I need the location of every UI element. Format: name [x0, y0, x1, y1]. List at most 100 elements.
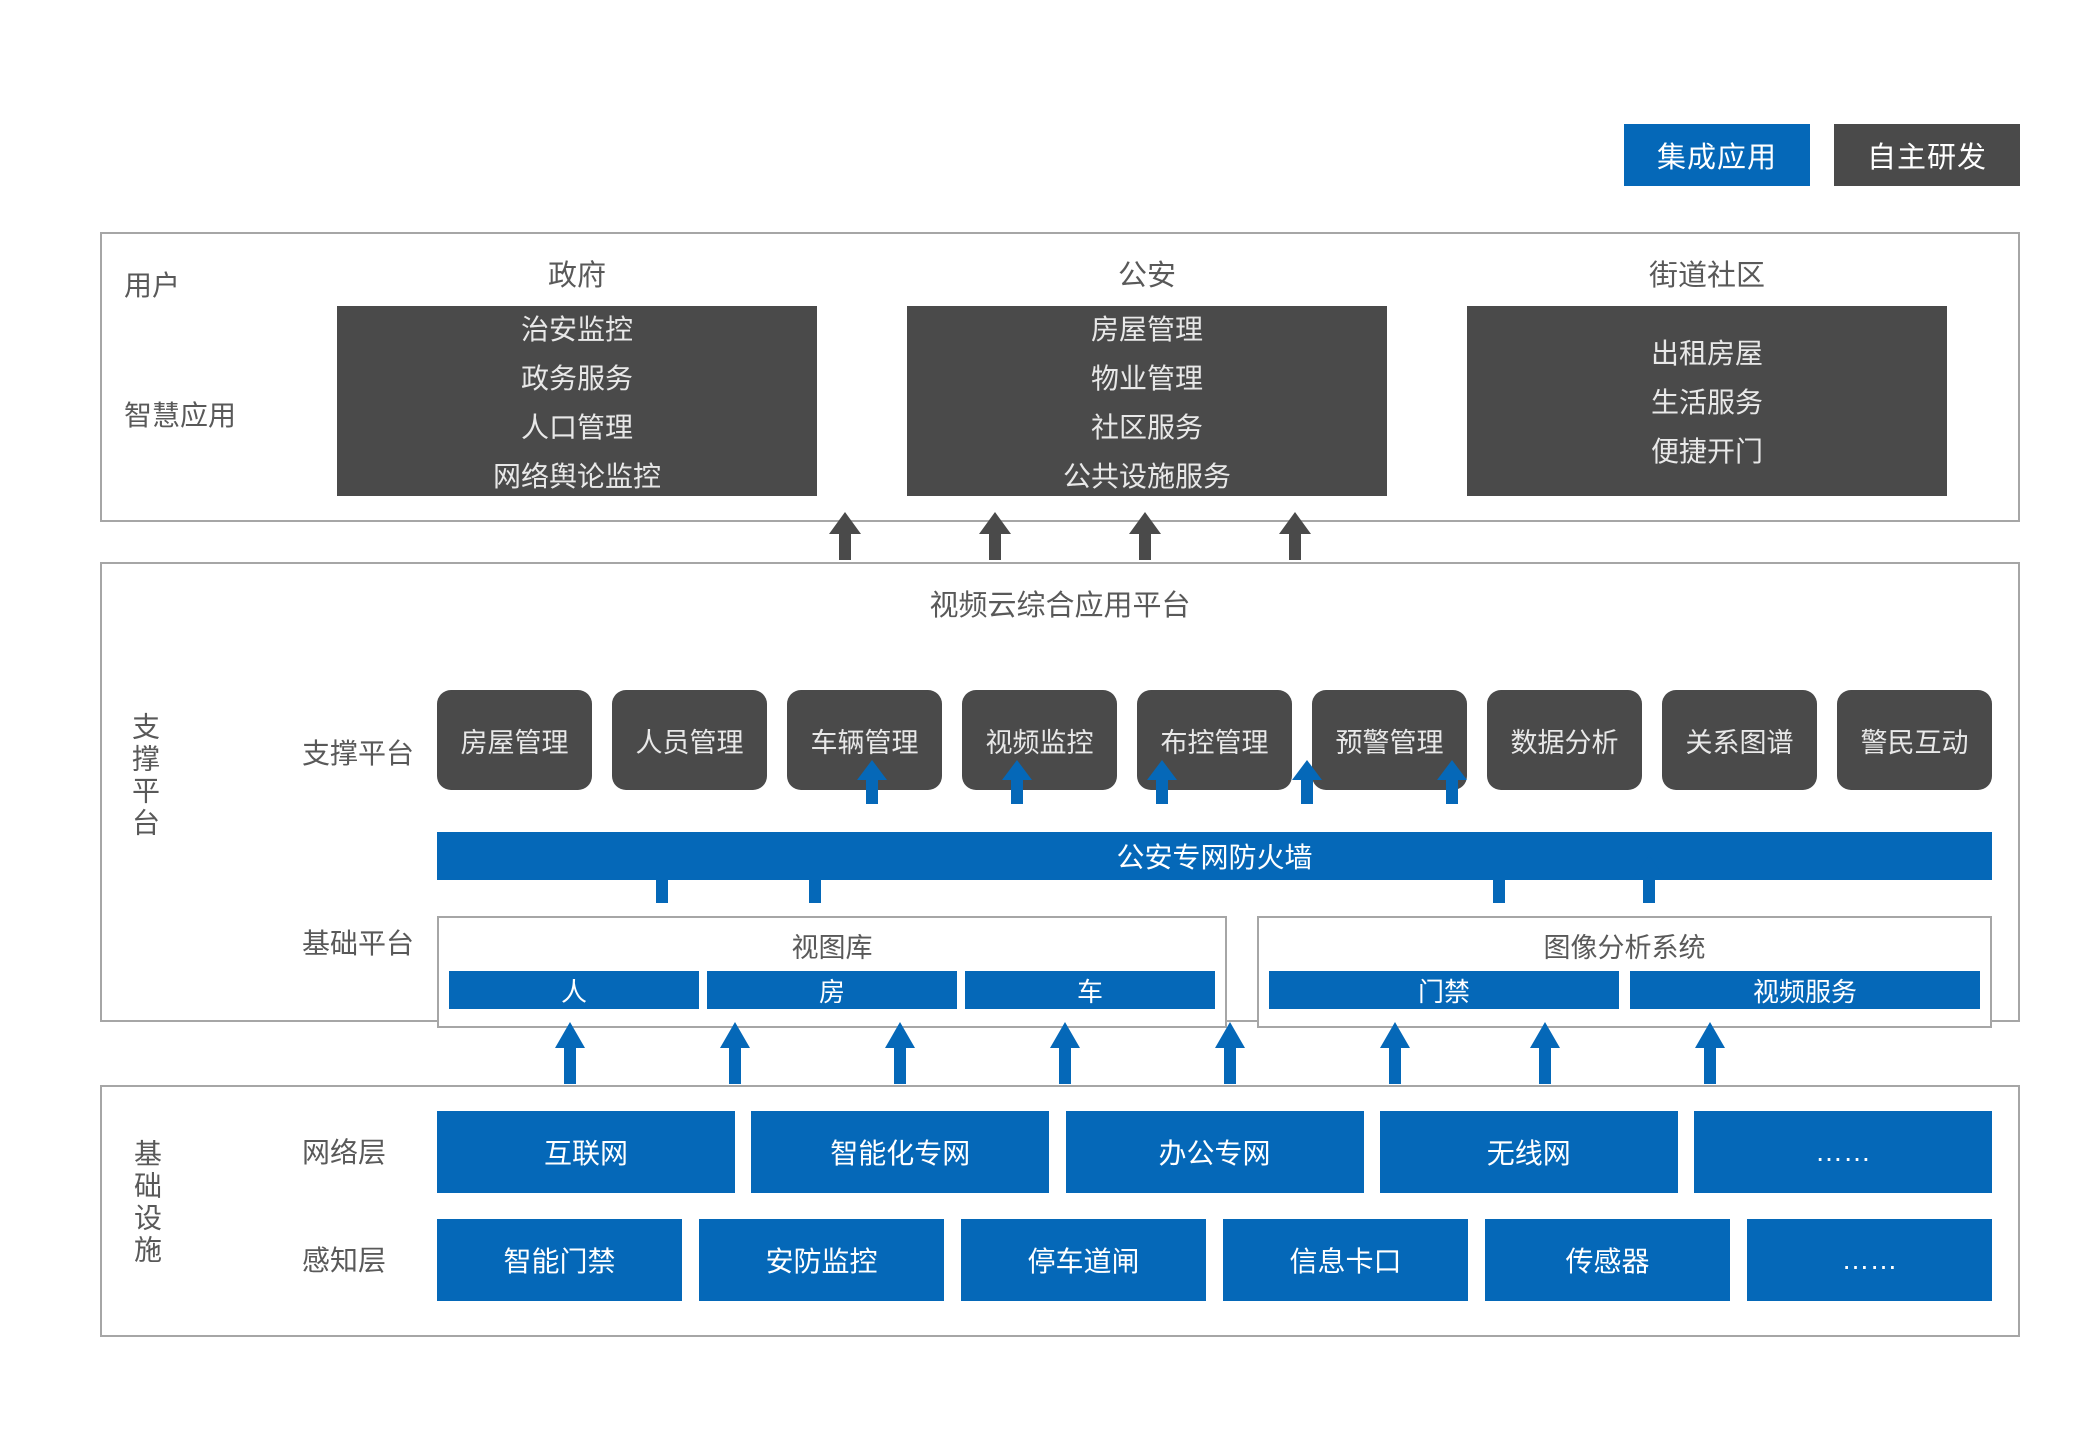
app-item: 网络舆论监控	[492, 460, 661, 492]
infra-item-label: 停车道闸	[1027, 1246, 1140, 1277]
app-item: 便捷开门	[1650, 436, 1763, 467]
base-item-label: 门禁	[1417, 976, 1470, 1007]
up-arrow-icon	[1693, 1022, 1727, 1084]
infra-item-sensor[interactable]: 传感器	[1485, 1219, 1730, 1301]
infra-item-label: 信息卡口	[1289, 1246, 1402, 1277]
base-group-image-analysis: 图像分析系统 门禁 视频服务	[1257, 916, 1992, 1028]
infra-item-more[interactable]: ……	[1694, 1111, 1992, 1193]
up-arrow-icon	[1127, 512, 1163, 560]
platform-title: 视频云综合应用平台	[929, 590, 1191, 622]
support-box-label: 视频监控	[985, 727, 1094, 758]
app-box-public-security: 房屋管理 物业管理 社区服务 公共设施服务	[907, 306, 1387, 496]
up-arrow-icon	[1528, 1022, 1562, 1084]
base-group-title: 图像分析系统	[1543, 933, 1706, 963]
sensing-layer-row: 智能门禁 安防监控 停车道闸 信息卡口 传感器 ……	[437, 1219, 1992, 1301]
infra-item-label: 办公专网	[1158, 1138, 1271, 1169]
label-support-platform: 支撑平台	[302, 738, 415, 769]
support-box-relationship-graph[interactable]: 关系图谱	[1662, 690, 1817, 790]
app-item: 政务服务	[520, 362, 633, 394]
label-network-layer: 网络层	[302, 1137, 387, 1168]
label-sensing-layer: 感知层	[302, 1245, 387, 1276]
infra-item-label: ……	[1815, 1136, 1871, 1167]
up-arrow-icon	[1378, 1022, 1412, 1084]
support-box-video-surveillance[interactable]: 视频监控	[962, 690, 1117, 790]
legend-chip-integrated-app: 集成应用	[1624, 124, 1810, 186]
base-item-video-service[interactable]: 视频服务	[1630, 971, 1980, 1009]
base-item-access-control[interactable]: 门禁	[1269, 971, 1619, 1009]
legend-label: 集成应用	[1656, 142, 1777, 174]
label-infrastructure-vertical: 基础设施	[131, 1139, 162, 1267]
support-box-label: 房屋管理	[460, 727, 569, 758]
up-arrow-icon	[718, 1022, 752, 1084]
base-item-label: 车	[1076, 976, 1103, 1007]
label-smart-application: 智慧应用	[124, 400, 237, 431]
up-arrow-icon	[977, 512, 1013, 560]
up-arrow-icon	[1632, 855, 1666, 903]
support-box-label: 人员管理	[635, 727, 744, 758]
base-items: 门禁 视频服务	[1259, 971, 1990, 1009]
app-column-title: 政府	[547, 260, 606, 292]
infra-item-label: 智能门禁	[503, 1246, 616, 1277]
legend-chip-self-developed: 自主研发	[1834, 124, 2020, 186]
app-item: 治安监控	[520, 313, 633, 345]
support-box-police-public-interaction[interactable]: 警民互动	[1837, 690, 1992, 790]
label-base-platform: 基础平台	[302, 928, 415, 959]
base-item-label: 房	[818, 976, 845, 1007]
infra-item-label: ……	[1841, 1244, 1898, 1275]
label-user: 用户	[124, 270, 181, 301]
support-box-personnel-management[interactable]: 人员管理	[612, 690, 767, 790]
app-item: 生活服务	[1650, 387, 1763, 418]
up-arrow-icon	[1277, 512, 1313, 560]
app-column-title: 街道社区	[1648, 260, 1765, 292]
legend-label: 自主研发	[1866, 142, 1987, 174]
application-layer-panel: 用户 智慧应用 政府 治安监控 政务服务 人口管理 网络舆论监控 公安 房屋管理…	[100, 232, 2020, 522]
app-box-government: 治安监控 政务服务 人口管理 网络舆论监控	[337, 306, 817, 496]
support-box-label: 预警管理	[1335, 727, 1444, 758]
up-arrow-icon	[1482, 855, 1516, 903]
app-item: 房屋管理	[1090, 313, 1203, 345]
support-box-data-analysis[interactable]: 数据分析	[1487, 690, 1642, 790]
support-box-label: 关系图谱	[1685, 727, 1794, 758]
infra-item-label: 传感器	[1565, 1246, 1650, 1277]
support-box-house-management[interactable]: 房屋管理	[437, 690, 592, 790]
up-arrow-icon	[1290, 760, 1324, 804]
up-arrow-icon	[645, 855, 679, 903]
base-items: 人 房 车	[439, 971, 1225, 1009]
app-item: 出租房屋	[1650, 338, 1763, 369]
up-arrow-icon	[1000, 760, 1034, 804]
up-arrow-icon	[1435, 760, 1469, 804]
infra-item-smart-access-control[interactable]: 智能门禁	[437, 1219, 682, 1301]
up-arrow-icon	[1213, 1022, 1247, 1084]
app-column-title: 公安	[1117, 260, 1176, 292]
infra-item-internet[interactable]: 互联网	[437, 1111, 735, 1193]
up-arrow-icon	[798, 855, 832, 903]
infra-item-information-checkpoint[interactable]: 信息卡口	[1223, 1219, 1468, 1301]
infra-item-label: 无线网	[1486, 1138, 1571, 1169]
infra-item-intelligent-private-network[interactable]: 智能化专网	[751, 1111, 1050, 1193]
up-arrow-icon	[1048, 1022, 1082, 1084]
support-box-early-warning[interactable]: 预警管理	[1312, 690, 1467, 790]
legend: 集成应用 自主研发	[1624, 124, 2020, 186]
app-column-public-security: 公安 房屋管理 物业管理 社区服务 公共设施服务	[907, 252, 1387, 496]
infra-item-label: 智能化专网	[830, 1138, 971, 1169]
firewall-bar: 公安专网防火墙	[437, 832, 1992, 880]
up-arrow-icon	[553, 1022, 587, 1084]
infra-item-security-surveillance[interactable]: 安防监控	[699, 1219, 944, 1301]
up-arrow-icon	[827, 512, 863, 560]
support-box-label: 数据分析	[1510, 727, 1619, 758]
infra-item-more[interactable]: ……	[1747, 1219, 1992, 1301]
infra-item-office-private-network[interactable]: 办公专网	[1065, 1111, 1364, 1193]
base-group-view-library: 视图库 人 房 车	[437, 916, 1227, 1028]
app-box-street-community: 出租房屋 生活服务 便捷开门	[1467, 306, 1947, 496]
infra-item-label: 互联网	[543, 1138, 628, 1169]
up-arrow-icon	[855, 760, 889, 804]
support-platform-row: 房屋管理 人员管理 车辆管理 视频监控 布控管理 预警管理 数据分析 关系图谱 …	[437, 690, 1992, 790]
base-item-label: 人	[560, 976, 587, 1007]
up-arrow-icon	[1145, 760, 1179, 804]
network-layer-row: 互联网 智能化专网 办公专网 无线网 ……	[437, 1111, 1992, 1193]
base-item-person[interactable]: 人	[449, 971, 699, 1009]
base-item-house[interactable]: 房	[707, 971, 957, 1009]
base-item-vehicle[interactable]: 车	[965, 971, 1215, 1009]
infra-item-wireless-network[interactable]: 无线网	[1379, 1111, 1678, 1193]
infra-item-parking-barrier[interactable]: 停车道闸	[961, 1219, 1206, 1301]
